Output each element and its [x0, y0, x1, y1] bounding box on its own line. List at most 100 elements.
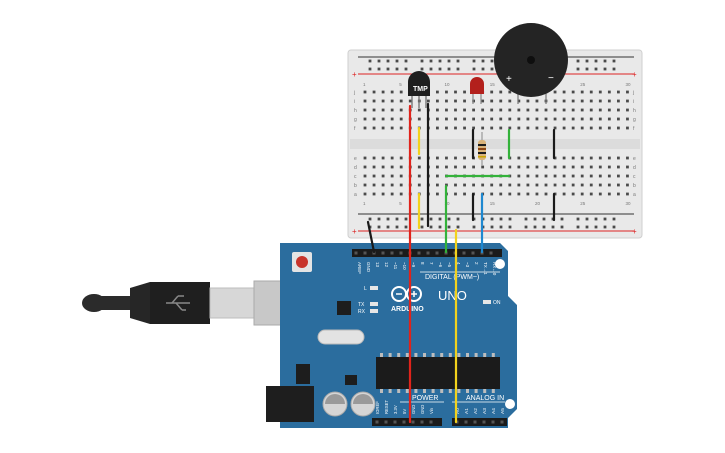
breadboard-hole[interactable]: [363, 165, 367, 169]
breadboard-hole[interactable]: [499, 99, 503, 103]
rail-hole[interactable]: [368, 217, 372, 221]
rail-hole[interactable]: [603, 59, 607, 63]
breadboard-hole[interactable]: [598, 126, 602, 130]
rail-hole[interactable]: [542, 225, 546, 229]
rail-hole[interactable]: [420, 67, 424, 71]
breadboard-hole[interactable]: [499, 192, 503, 196]
rail-hole[interactable]: [438, 67, 442, 71]
breadboard-hole[interactable]: [463, 126, 466, 130]
rail-hole[interactable]: [438, 217, 442, 221]
breadboard-hole[interactable]: [508, 165, 512, 169]
breadboard-hole[interactable]: [535, 183, 539, 187]
rail-hole[interactable]: [447, 225, 451, 229]
breadboard-hole[interactable]: [562, 156, 566, 160]
breadboard-hole[interactable]: [445, 156, 448, 160]
digital-pin[interactable]: [471, 251, 475, 255]
breadboard-hole[interactable]: [454, 183, 457, 187]
breadboard-hole[interactable]: [499, 117, 503, 121]
breadboard-hole[interactable]: [535, 174, 539, 178]
breadboard-hole[interactable]: [607, 126, 611, 130]
breadboard-hole[interactable]: [399, 126, 403, 130]
breadboard-hole[interactable]: [562, 183, 566, 187]
breadboard-hole[interactable]: [499, 156, 503, 160]
breadboard-hole[interactable]: [544, 165, 548, 169]
breadboard-hole[interactable]: [463, 99, 466, 103]
breadboard-hole[interactable]: [571, 165, 575, 169]
breadboard-hole[interactable]: [562, 117, 566, 121]
breadboard-hole[interactable]: [426, 99, 430, 103]
rail-hole[interactable]: [368, 59, 372, 63]
breadboard-hole[interactable]: [454, 165, 457, 169]
breadboard-hole[interactable]: [454, 192, 457, 196]
breadboard-hole[interactable]: [436, 174, 439, 178]
rail-hole[interactable]: [447, 67, 451, 71]
rail-hole[interactable]: [429, 217, 433, 221]
rail-hole[interactable]: [438, 225, 442, 229]
rail-hole[interactable]: [490, 59, 494, 63]
breadboard-hole[interactable]: [571, 117, 575, 121]
rail-hole[interactable]: [560, 225, 564, 229]
breadboard-hole[interactable]: [562, 108, 566, 112]
rail-hole[interactable]: [472, 67, 476, 71]
rail-hole[interactable]: [429, 67, 433, 71]
breadboard-hole[interactable]: [372, 99, 376, 103]
rail-hole[interactable]: [594, 67, 598, 71]
breadboard-hole[interactable]: [372, 108, 376, 112]
breadboard-hole[interactable]: [553, 90, 557, 94]
breadboard-hole[interactable]: [445, 165, 448, 169]
breadboard-hole[interactable]: [526, 99, 530, 103]
breadboard-hole[interactable]: [562, 165, 566, 169]
rail-hole[interactable]: [481, 59, 485, 63]
breadboard-hole[interactable]: [399, 192, 403, 196]
breadboard-hole[interactable]: [381, 90, 385, 94]
breadboard-hole[interactable]: [607, 99, 611, 103]
breadboard-hole[interactable]: [408, 99, 412, 103]
breadboard-hole[interactable]: [399, 156, 403, 160]
wires[interactable]: [366, 102, 556, 424]
breadboard-hole[interactable]: [562, 90, 566, 94]
breadboard-hole[interactable]: [399, 108, 403, 112]
breadboard-hole[interactable]: [454, 108, 457, 112]
rail-hole[interactable]: [404, 225, 408, 229]
breadboard-hole[interactable]: [517, 117, 521, 121]
breadboard-hole[interactable]: [589, 183, 593, 187]
red-led[interactable]: [470, 77, 484, 104]
rail-hole[interactable]: [420, 225, 424, 229]
breadboard-hole[interactable]: [472, 126, 475, 130]
breadboard-hole[interactable]: [363, 99, 367, 103]
breadboard-hole[interactable]: [589, 108, 593, 112]
breadboard-hole[interactable]: [526, 108, 530, 112]
rail-hole[interactable]: [404, 67, 408, 71]
breadboard-hole[interactable]: [372, 90, 376, 94]
breadboard-hole[interactable]: [526, 174, 530, 178]
breadboard-hole[interactable]: [553, 108, 557, 112]
breadboard-hole[interactable]: [381, 126, 385, 130]
rail-hole[interactable]: [490, 217, 494, 221]
breadboard-hole[interactable]: [372, 183, 376, 187]
breadboard-hole[interactable]: [508, 126, 512, 130]
breadboard-hole[interactable]: [580, 192, 584, 196]
breadboard-hole[interactable]: [562, 174, 566, 178]
breadboard-hole[interactable]: [436, 90, 439, 94]
breadboard-hole[interactable]: [363, 192, 367, 196]
breadboard-hole[interactable]: [607, 183, 611, 187]
breadboard-hole[interactable]: [571, 192, 575, 196]
power-pin[interactable]: [429, 420, 433, 424]
breadboard-holes[interactable]: [363, 59, 629, 229]
rail-hole[interactable]: [490, 67, 494, 71]
breadboard-hole[interactable]: [490, 90, 494, 94]
rail-hole[interactable]: [368, 67, 372, 71]
breadboard-hole[interactable]: [544, 156, 548, 160]
breadboard-hole[interactable]: [517, 174, 521, 178]
rail-hole[interactable]: [490, 225, 494, 229]
breadboard-hole[interactable]: [454, 117, 457, 121]
breadboard-hole[interactable]: [580, 156, 584, 160]
rail-hole[interactable]: [508, 225, 512, 229]
breadboard-hole[interactable]: [626, 99, 629, 103]
breadboard-hole[interactable]: [526, 117, 530, 121]
breadboard-hole[interactable]: [553, 165, 557, 169]
breadboard-hole[interactable]: [571, 156, 575, 160]
breadboard-hole[interactable]: [553, 183, 557, 187]
rail-hole[interactable]: [612, 59, 616, 63]
breadboard-hole[interactable]: [417, 156, 421, 160]
